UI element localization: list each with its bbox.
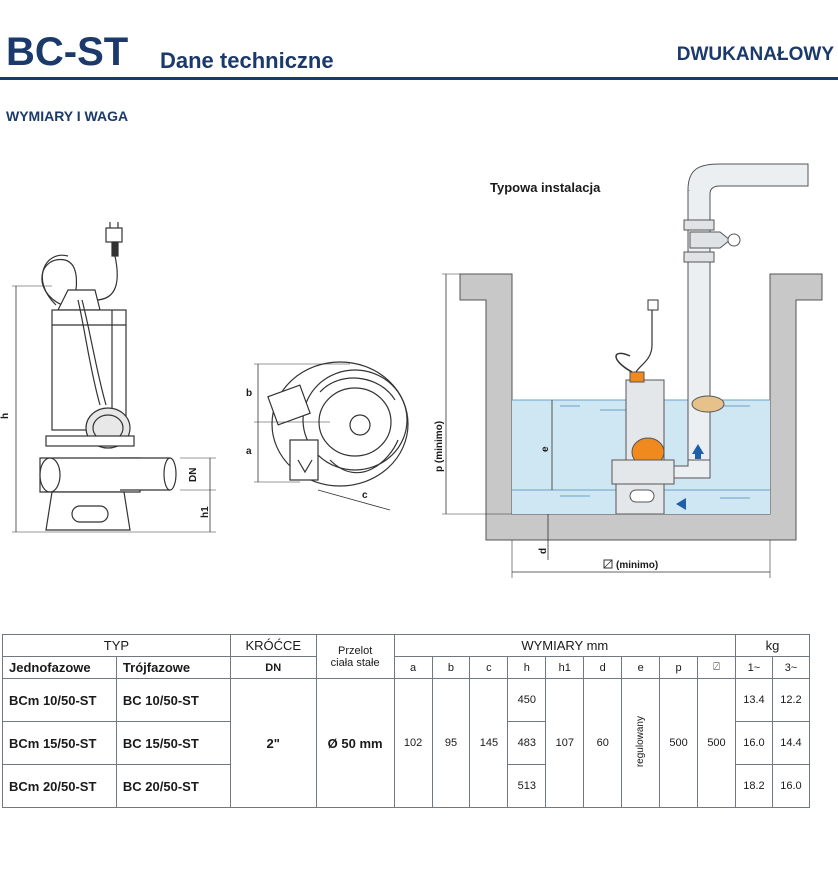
spec-table: TYP KRÓĆCE Przelot ciała stałe WYMIARY m… bbox=[2, 634, 811, 808]
cell-kg1-1: 13.4 bbox=[734, 678, 773, 722]
cell-b: 95 bbox=[431, 678, 471, 808]
th-kg-3: 3~ bbox=[771, 656, 811, 679]
cell-jedno-1: BCm 10/50-ST bbox=[2, 678, 117, 722]
dim-label-p: p (minimo) bbox=[434, 421, 445, 472]
section-title: WYMIARY I WAGA bbox=[6, 108, 129, 124]
dim-label-e: e bbox=[540, 446, 551, 452]
cell-troj-2: BC 15/50-ST bbox=[115, 721, 231, 765]
dim-label-width-min: (minimo) bbox=[616, 560, 658, 571]
install-title: Typowa instalacja bbox=[490, 180, 601, 195]
cell-jedno-3: BCm 20/50-ST bbox=[2, 764, 117, 808]
cell-h-1: 450 bbox=[507, 678, 547, 722]
cell-kg3-2: 14.4 bbox=[771, 721, 811, 765]
dim-label-h1: h1 bbox=[200, 506, 211, 518]
cell-h-3: 513 bbox=[507, 764, 547, 808]
th-przelot-line2: ciała stałe bbox=[330, 656, 380, 669]
cell-e: regulowany bbox=[621, 678, 661, 808]
cell-box: 500 bbox=[697, 678, 736, 808]
th-col-h: h bbox=[507, 656, 547, 679]
pump-side-view bbox=[12, 222, 216, 533]
brand-title: BC-ST bbox=[6, 30, 129, 74]
cell-a: 102 bbox=[393, 678, 433, 808]
cell-jedno-2: BCm 15/50-ST bbox=[2, 721, 117, 765]
technical-drawings: h DN h1 b a c bbox=[0, 163, 823, 578]
th-krocce: KRÓĆCE bbox=[229, 634, 317, 657]
page-header: BC-ST Dane techniczne DWUKANAŁOWY bbox=[0, 0, 838, 80]
th-dn: DN bbox=[229, 656, 317, 679]
th-col-b: b bbox=[431, 656, 471, 679]
cell-h-2: 483 bbox=[507, 721, 547, 765]
cell-e-text: regulowany bbox=[635, 715, 647, 768]
th-col-a: a bbox=[393, 656, 433, 679]
cell-c: 145 bbox=[469, 678, 509, 808]
cell-kg1-2: 16.0 bbox=[734, 721, 773, 765]
type-tag: DWUKANAŁOWY bbox=[676, 44, 834, 65]
th-trojfazowe: Trójfazowe bbox=[115, 656, 231, 679]
th-col-e: e bbox=[621, 656, 661, 679]
th-col-h1: h1 bbox=[545, 656, 585, 679]
table-row: BCm 20/50-ST BC 20/50-ST 513 18.2 16.0 bbox=[2, 764, 811, 808]
th-wymiary: WYMIARY mm bbox=[393, 634, 736, 657]
th-typ: TYP bbox=[2, 634, 231, 657]
table-row: BCm 10/50-ST BC 10/50-ST 2" Ø 50 mm 102 … bbox=[2, 678, 811, 808]
cell-kg3-1: 12.2 bbox=[771, 678, 811, 722]
th-col-p: p bbox=[659, 656, 699, 679]
dim-label-c: c bbox=[362, 490, 368, 501]
cell-dn: 2" bbox=[229, 678, 317, 808]
table-row: BCm 15/50-ST BC 15/50-ST 483 16.0 14.4 bbox=[2, 721, 811, 765]
th-przelot: Przelot ciała stałe bbox=[315, 634, 395, 679]
cell-kg1-3: 18.2 bbox=[734, 764, 773, 808]
cell-przelot: Ø 50 mm bbox=[315, 678, 395, 808]
cell-d: 60 bbox=[583, 678, 623, 808]
dim-label-d: d bbox=[538, 548, 549, 554]
cell-troj-3: BC 20/50-ST bbox=[115, 764, 231, 808]
th-przelot-line1: Przelot bbox=[338, 644, 373, 657]
dim-label-a: a bbox=[246, 446, 252, 457]
th-col-d: d bbox=[583, 656, 623, 679]
installation-diagram bbox=[442, 163, 823, 578]
dim-label-h: h bbox=[0, 413, 11, 419]
cell-kg3-3: 16.0 bbox=[771, 764, 811, 808]
th-col-c: c bbox=[469, 656, 509, 679]
header-divider bbox=[0, 77, 838, 80]
th-col-box: ⍁ bbox=[697, 656, 736, 679]
th-kg-1: 1~ bbox=[734, 656, 773, 679]
th-jednofazowe: Jednofazowe bbox=[2, 656, 117, 679]
th-kg: kg bbox=[734, 634, 811, 657]
pump-top-view bbox=[254, 361, 409, 511]
cell-h1: 107 bbox=[545, 678, 585, 808]
page-subtitle: Dane techniczne bbox=[160, 48, 334, 73]
dim-label-b: b bbox=[246, 388, 252, 399]
cell-troj-1: BC 10/50-ST bbox=[115, 678, 231, 722]
dim-label-dn: DN bbox=[188, 468, 199, 482]
cell-p: 500 bbox=[659, 678, 699, 808]
